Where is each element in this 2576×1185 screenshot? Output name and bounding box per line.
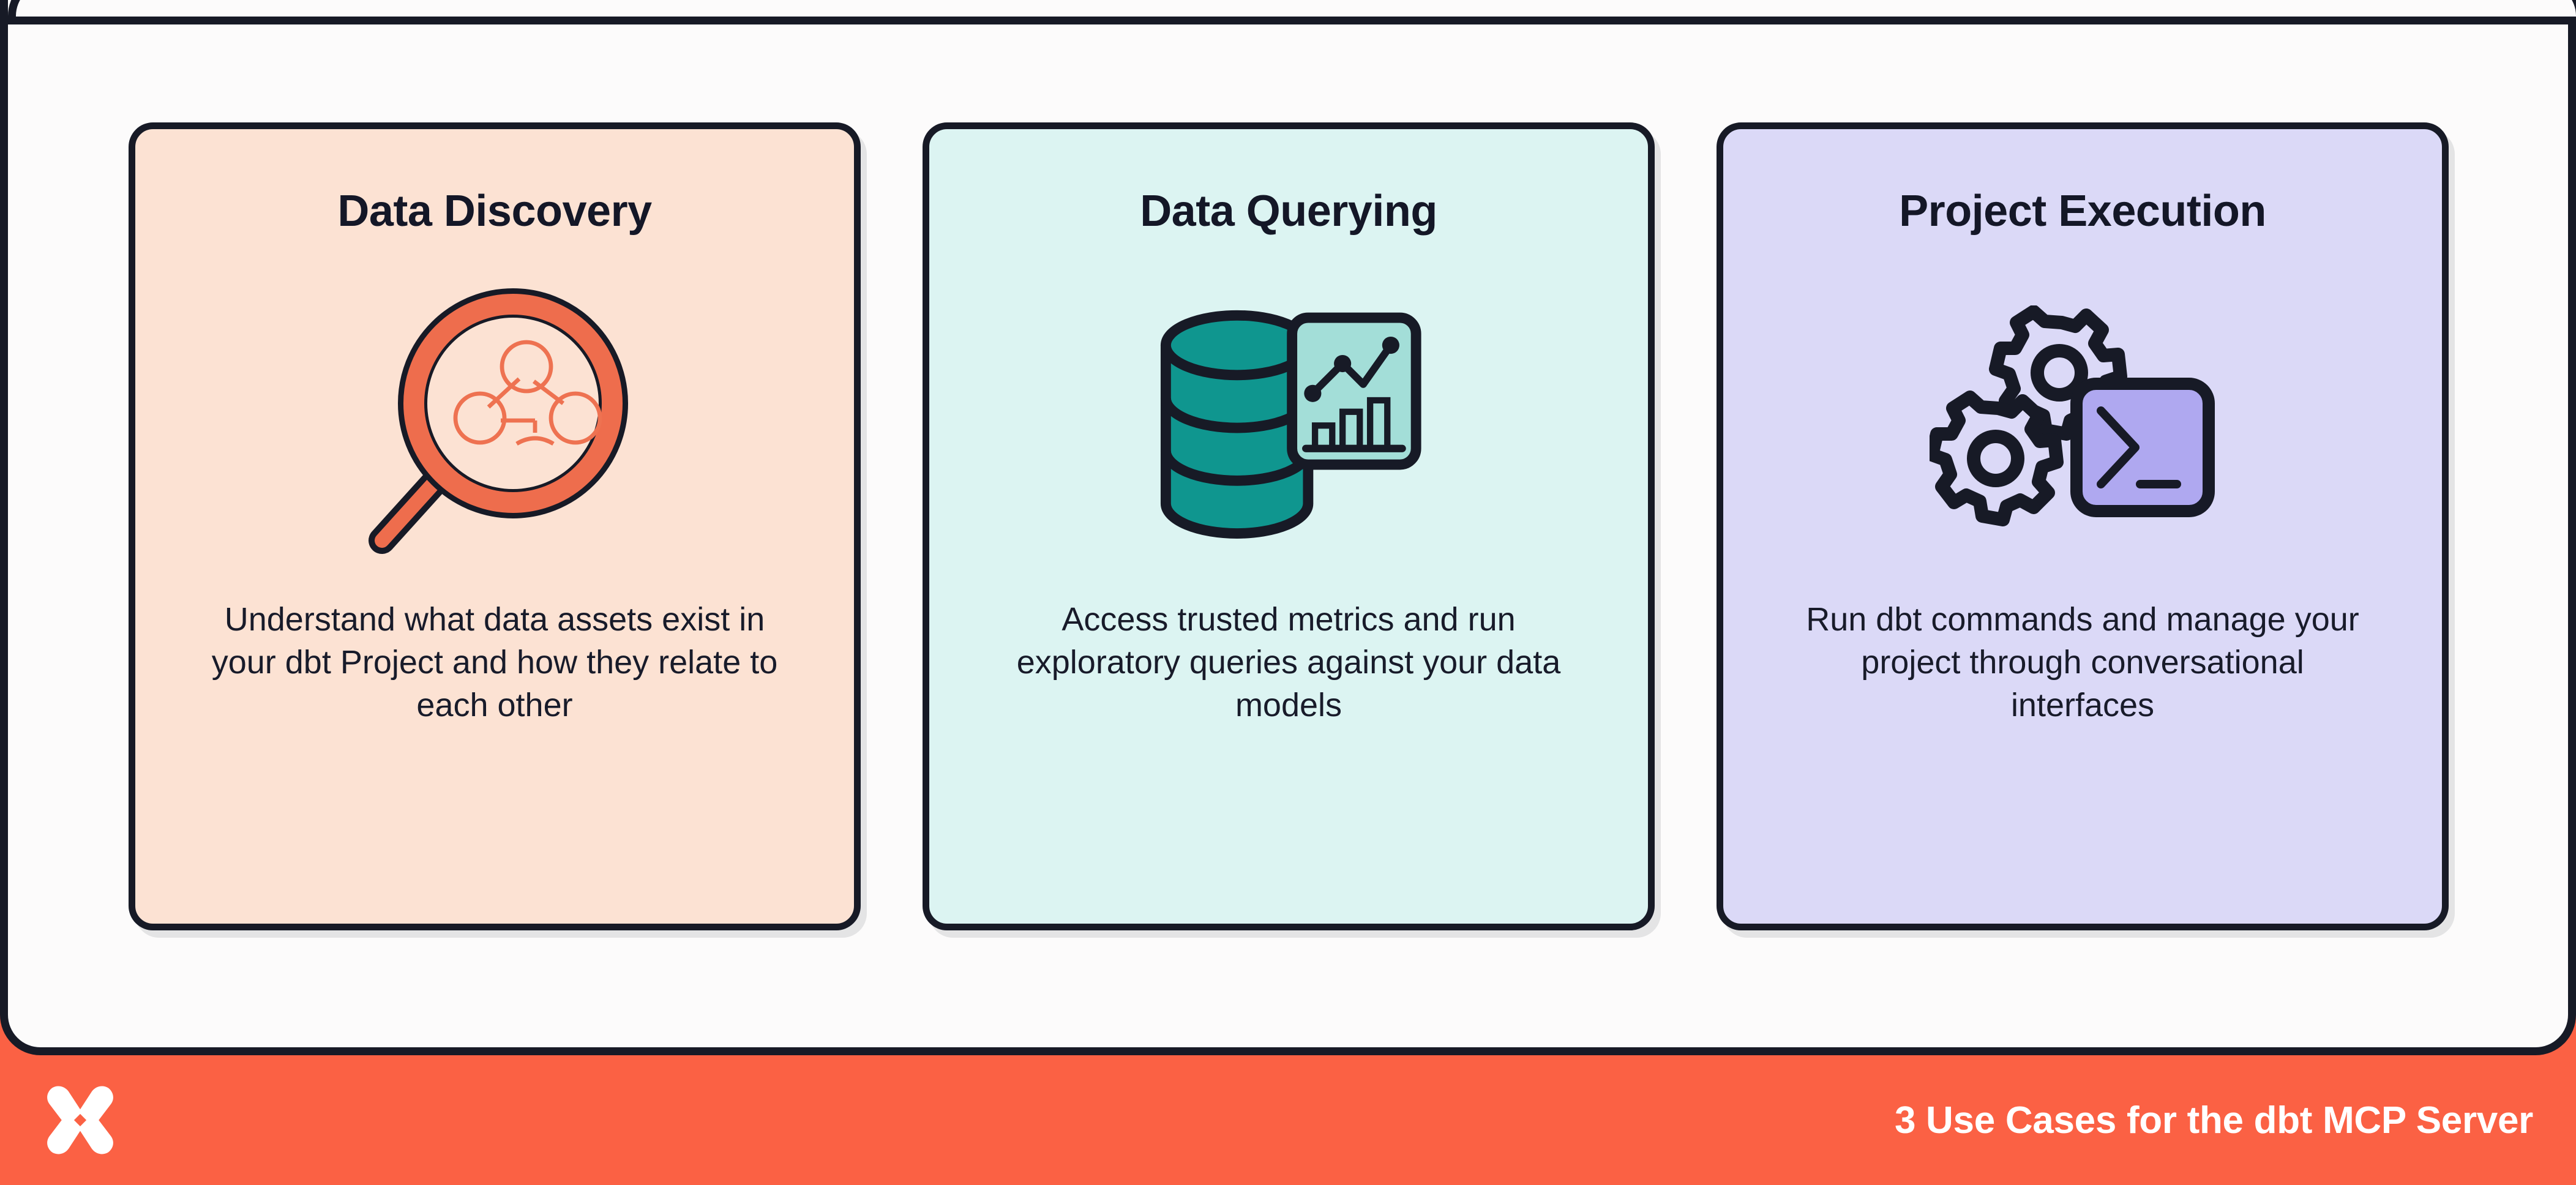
card-body-text: Run dbt commands and manage your project…: [1806, 601, 2359, 724]
gears-terminal-icon: [1930, 305, 2215, 526]
footer-bar: 3 Use Cases for the dbt MCP Server: [0, 1055, 2576, 1185]
card-title: Data Discovery: [337, 187, 652, 236]
card-body-text: Access trusted metrics and run explorato…: [1016, 601, 1561, 724]
use-case-card-data-querying[interactable]: Data Querying: [923, 122, 1655, 930]
card-icon-slot: [1723, 269, 2442, 587]
card-title: Project Execution: [1899, 187, 2266, 236]
use-case-card-data-discovery[interactable]: Data Discovery: [129, 122, 861, 930]
use-case-card-project-execution[interactable]: Project Execution: [1717, 122, 2449, 930]
magnifying-glass-lineage-icon: [369, 288, 628, 554]
card-icon-slot: [135, 269, 854, 587]
database-chart-icon: [1160, 310, 1421, 539]
card-icon-slot: [929, 269, 1648, 587]
footer-tagline: 3 Use Cases for the dbt MCP Server: [1894, 1099, 2533, 1142]
card-body-text: Understand what data assets exist in you…: [211, 601, 778, 724]
dbt-logo-icon: [47, 1086, 113, 1154]
gear-icon: [1930, 391, 2064, 526]
frame-top-cap: [8, 0, 2576, 24]
card-title: Data Querying: [1140, 187, 1437, 236]
use-case-card-row: Data Discovery: [129, 122, 2449, 930]
